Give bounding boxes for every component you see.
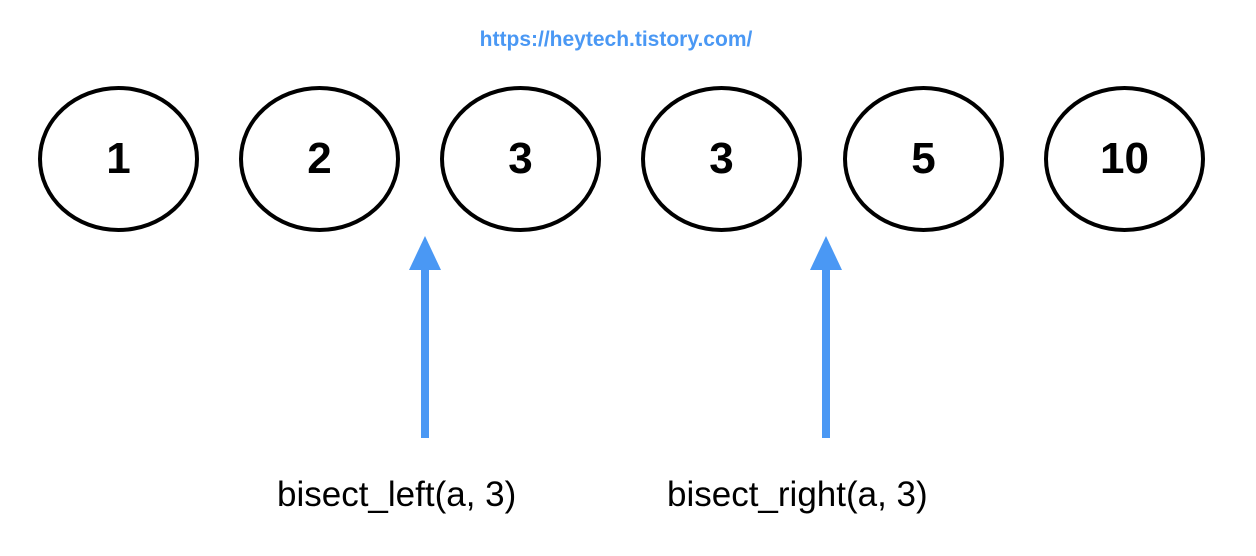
array-node-value: 3	[508, 134, 533, 183]
array-node: 1	[38, 86, 199, 232]
bisect-left-label: bisect_left(a, 3)	[277, 475, 517, 514]
arrow-shaft	[822, 268, 830, 438]
array-node-value: 2	[307, 134, 332, 183]
array-node: 3	[440, 86, 601, 232]
array-node: 10	[1044, 86, 1205, 232]
arrow-shaft	[421, 268, 429, 438]
array-node: 2	[239, 86, 400, 232]
arrow-head	[810, 236, 842, 270]
array-node-value: 1	[106, 134, 131, 183]
array-node: 5	[843, 86, 1004, 232]
bisect-right-label: bisect_right(a, 3)	[667, 475, 928, 514]
bisect-right-arrow-icon	[810, 236, 842, 438]
array-node-value: 3	[709, 134, 734, 183]
bisect-left-arrow-icon	[409, 236, 441, 438]
arrow-head	[409, 236, 441, 270]
watermark-url: https://heytech.tistory.com/	[479, 28, 753, 51]
array-node: 3	[641, 86, 802, 232]
array-node-value: 5	[911, 134, 936, 183]
array-node-value: 10	[1100, 134, 1149, 183]
